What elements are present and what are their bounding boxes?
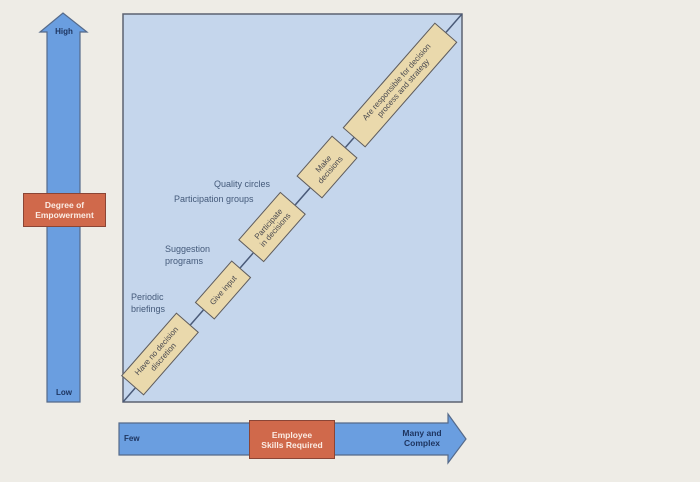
many-line2: Complex: [404, 438, 440, 448]
axis-low-label: Low: [56, 388, 72, 397]
program-quality-circles: Quality circles: [214, 179, 271, 189]
program-participation-groups: Participation groups: [174, 194, 254, 204]
axis-many-complex-label: Many and Complex: [392, 428, 452, 448]
program-suggestion-programs: Suggestion programs: [165, 243, 210, 267]
axis-few-label: Few: [124, 434, 140, 443]
empowerment-line1: Degree of: [44, 200, 85, 210]
employee-skills-required-label: Employee Skills Required: [249, 420, 335, 459]
suggestion-line1: Suggestion: [165, 244, 211, 254]
periodic-line1: Periodic: [131, 292, 164, 302]
program-periodic-briefings: Periodic briefings: [131, 291, 165, 315]
skills-line2: Skills Required: [261, 439, 323, 450]
skills-line1: Employee: [271, 429, 313, 440]
axis-high-label: High: [55, 27, 73, 36]
suggestion-line2: programs: [165, 256, 204, 266]
empowerment-line2: Empowerment: [35, 210, 94, 220]
many-line1: Many and: [402, 428, 442, 438]
periodic-line2: briefings: [131, 304, 166, 314]
degree-of-empowerment-label: Degree of Empowerment: [23, 193, 106, 227]
